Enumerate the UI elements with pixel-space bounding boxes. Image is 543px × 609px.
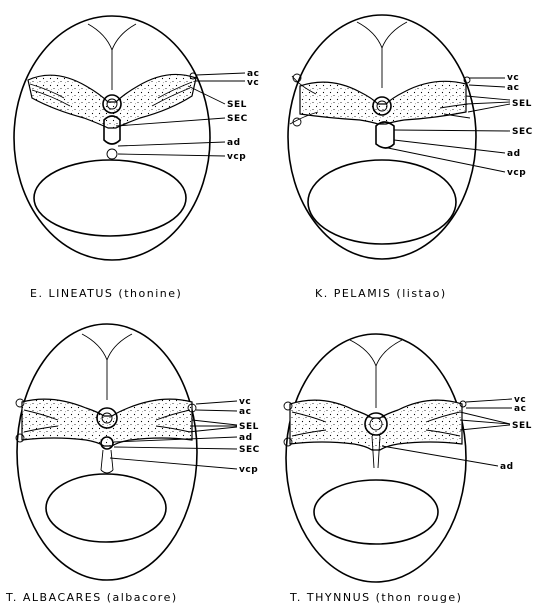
body-cavity	[34, 160, 186, 236]
leader-line	[382, 446, 498, 466]
septum-band	[22, 399, 192, 446]
neural-spine	[350, 340, 402, 408]
caudal-vein	[107, 149, 117, 159]
leader-line	[466, 96, 510, 100]
label-ad: ad	[227, 138, 241, 148]
leader-line	[196, 401, 237, 404]
haemal-canal	[376, 122, 394, 148]
label-vcp: vcp	[239, 465, 258, 475]
leader-line	[468, 104, 510, 112]
leader-line	[388, 148, 505, 172]
label-vc: vc	[247, 78, 259, 88]
panel-k-pelamis: vc ac SEL SEC ad vcp K. PELAMIS (listao)	[288, 15, 533, 300]
panel-t-thynnus: vc ac SEL ad T. THYNNUS (thon rouge)	[284, 334, 532, 604]
leader-line	[188, 86, 225, 104]
leader-line	[114, 447, 237, 449]
panel-caption: T. THYNNUS (thon rouge)	[289, 591, 462, 604]
panel-e-lineatus: ac vc SEL SEC ad vcp E. LINEATUS (thonin…	[14, 16, 259, 300]
leader-line	[466, 399, 512, 402]
leader-line	[394, 130, 510, 131]
body-cavity	[308, 160, 456, 244]
label-sec: SEC	[512, 127, 533, 137]
panel-t-albacares: vc ac SEL ad SEC vcp T. ALBACARES (albac…	[5, 324, 260, 604]
label-vc: vc	[239, 397, 251, 407]
label-sel: SEL	[227, 100, 247, 110]
body-cavity	[314, 480, 438, 544]
label-sel: SEL	[239, 422, 259, 432]
panel-caption: E. LINEATUS (thonine)	[30, 287, 182, 300]
leader-line	[192, 420, 237, 425]
neural-spine	[88, 24, 136, 90]
neural-spine	[357, 22, 407, 88]
leader-line	[196, 410, 237, 411]
label-vc: vc	[507, 73, 519, 83]
leader-line	[110, 458, 237, 469]
leader-line	[394, 140, 505, 153]
label-ad: ad	[500, 462, 514, 472]
label-sel: SEL	[512, 99, 532, 109]
leader-line	[118, 142, 225, 146]
leader-line	[196, 73, 245, 75]
label-ad: ad	[239, 433, 253, 443]
leader-line	[469, 85, 505, 87]
panel-caption: K. PELAMIS (listao)	[315, 287, 447, 300]
label-ac: ac	[239, 407, 251, 417]
leader-line	[460, 425, 510, 430]
label-ac: ac	[514, 404, 526, 414]
septum-band	[300, 81, 466, 124]
label-sec: SEC	[227, 114, 248, 124]
label-sel: SEL	[512, 421, 532, 431]
label-sec: SEC	[239, 445, 260, 455]
haemal-spine	[101, 450, 113, 473]
neural-spine	[82, 334, 132, 400]
panel-caption: T. ALBACARES (albacore)	[5, 591, 178, 604]
label-ac: ac	[507, 83, 519, 93]
body-cavity	[46, 474, 166, 542]
label-vcp: vcp	[507, 168, 526, 178]
label-vcp: vcp	[227, 152, 246, 162]
label-ad: ad	[507, 149, 521, 159]
